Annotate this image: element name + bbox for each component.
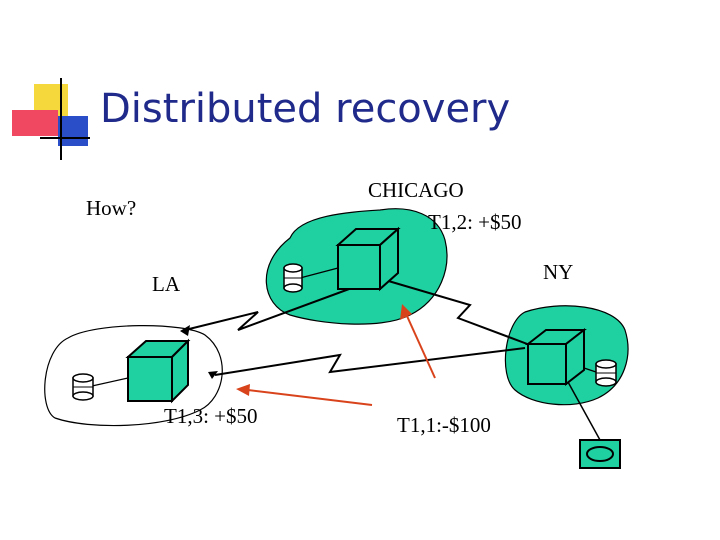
arrow-to-la-head xyxy=(236,384,250,396)
chicago-database-icon xyxy=(283,263,303,293)
la-server-icon xyxy=(125,338,191,404)
la-chicago-link-head xyxy=(180,325,190,336)
la-txn-label: T1,3: +$50 xyxy=(164,404,258,428)
la-disk-line xyxy=(91,377,129,387)
arrow-to-la xyxy=(247,389,373,406)
la-chicago-link xyxy=(184,284,361,331)
arrow-to-chicago-head xyxy=(400,304,412,320)
question-label: How? xyxy=(86,196,137,220)
la-label: LA xyxy=(152,272,180,296)
la-ny-link xyxy=(214,347,526,376)
ny-label: NY xyxy=(543,260,574,284)
ny-disk-link xyxy=(567,381,601,441)
chicago-disk-line xyxy=(299,267,339,279)
ny-server-icon xyxy=(525,327,587,387)
chicago-server-icon xyxy=(335,226,401,292)
slide-title: Distributed recovery xyxy=(100,86,511,132)
ny-database-icon xyxy=(595,359,617,387)
la-ny-link-head xyxy=(208,371,218,379)
message-arrows xyxy=(236,304,436,406)
la-database-icon xyxy=(72,373,94,401)
chicago-txn-label: T1,2: +$50 xyxy=(428,210,522,234)
chicago-ny-link xyxy=(384,279,531,346)
la-site-outline xyxy=(44,325,223,427)
chicago-label: CHICAGO xyxy=(368,178,464,202)
coordinator-txn-label: T1,1:-$100 xyxy=(397,413,491,437)
deco-blue-square xyxy=(58,116,88,146)
external-disk-icon xyxy=(579,439,621,469)
deco-red-square xyxy=(12,110,58,136)
title-decoration xyxy=(12,78,90,160)
arrow-to-chicago xyxy=(406,315,436,379)
